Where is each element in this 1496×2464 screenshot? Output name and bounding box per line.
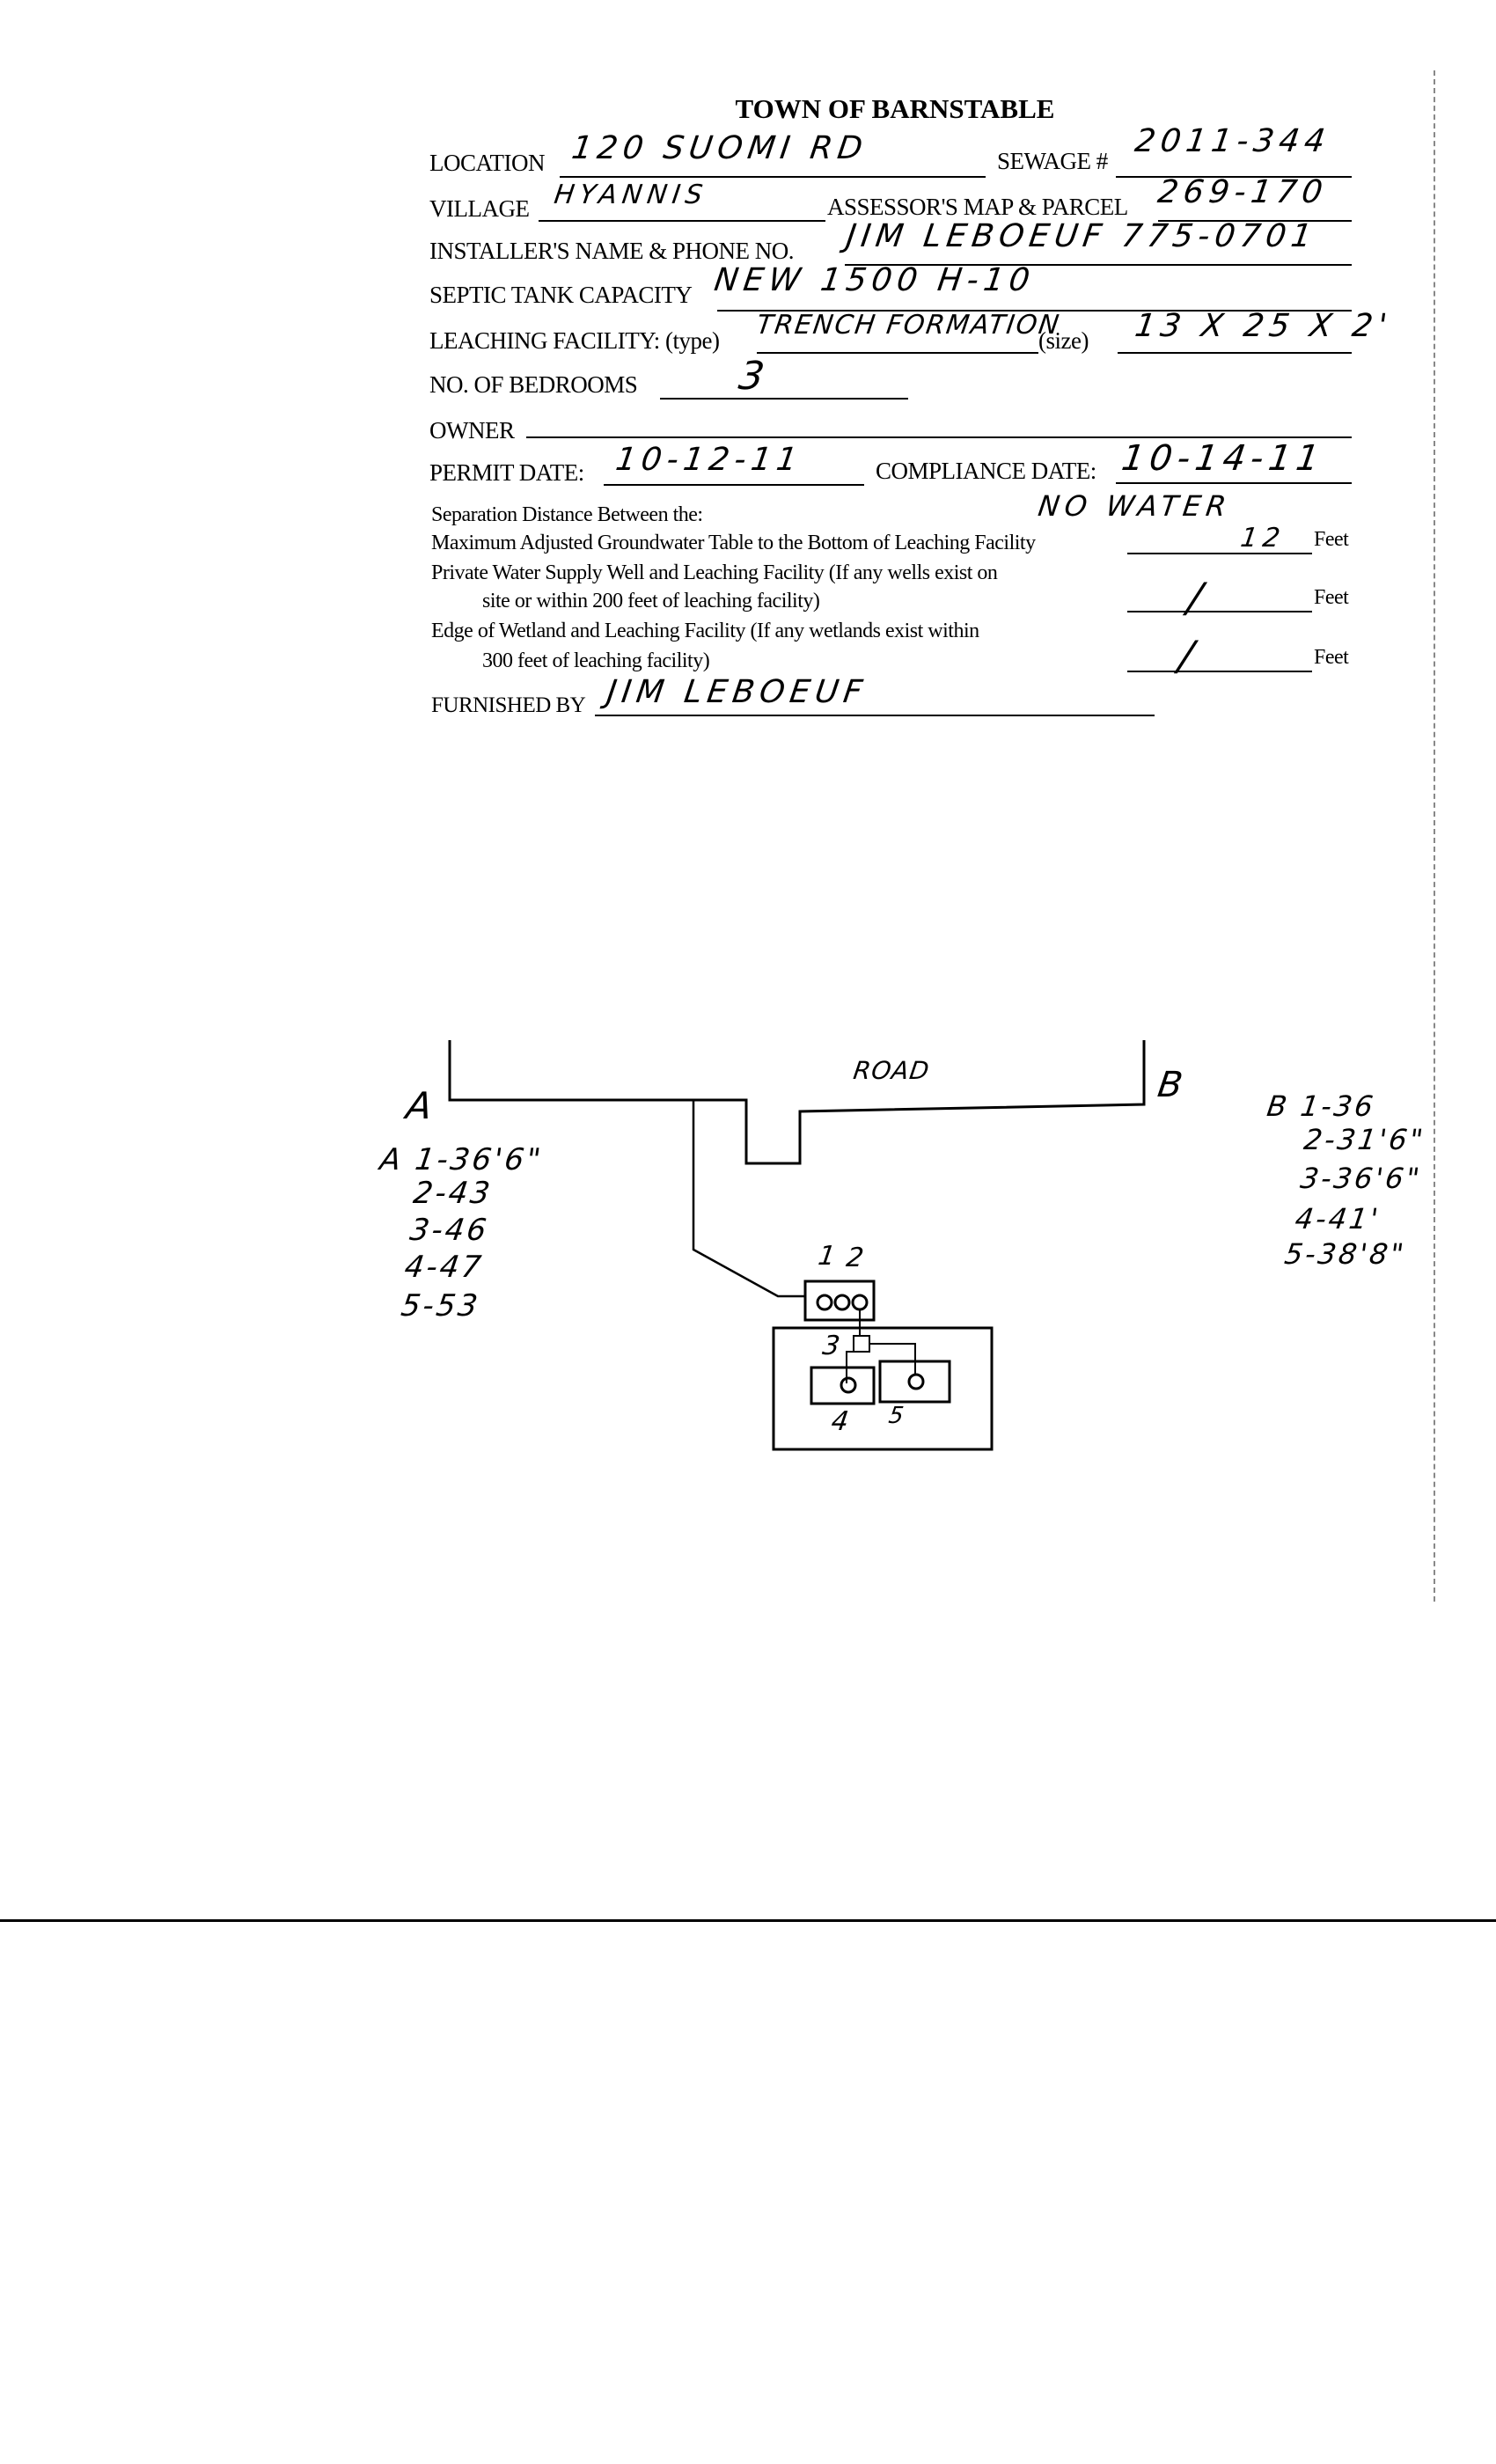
location-label: LOCATION (429, 150, 546, 176)
permit-date-label: PERMIT DATE: (429, 459, 584, 486)
component-label-5: 5 (886, 1403, 911, 1429)
wetland-label-line2: 300 feet of leaching facility) (482, 649, 710, 672)
wetland-label-line1: Edge of Wetland and Leaching Facility (I… (431, 620, 979, 642)
distribution-pipe (846, 1309, 916, 1383)
chamber-4-port (840, 1376, 857, 1394)
component-label-2: 2 (844, 1243, 871, 1273)
groundwater-line (1127, 553, 1312, 554)
owner-label: OWNER (429, 417, 515, 444)
b-measurement: B 1-36 (1265, 1089, 1378, 1123)
parcel-label: ASSESSOR'S MAP & PARCEL (827, 194, 1128, 220)
chamber-5-port (907, 1373, 925, 1390)
a-measurement: 4-47 (402, 1250, 486, 1285)
septic-label: SEPTIC TANK CAPACITY (429, 282, 693, 308)
component-label-1: 1 (816, 1241, 843, 1272)
scan-edge-line (1434, 70, 1435, 1602)
size-label: (size) (1038, 327, 1089, 354)
component-label-4: 4 (829, 1406, 856, 1437)
b-measurement: 3-36'6" (1298, 1162, 1425, 1195)
septic-line (717, 310, 1352, 312)
compliance-date-label: COMPLIANCE DATE: (876, 458, 1096, 484)
installer-label: INSTALLER'S NAME & PHONE NO. (429, 238, 794, 264)
dbox-outlet (833, 1294, 851, 1311)
leaching-chamber-5 (878, 1360, 951, 1404)
dbox-outlet (851, 1294, 869, 1311)
component-label-3: 3 (820, 1331, 847, 1361)
leaching-area-outline (772, 1326, 994, 1451)
wetland-line (1127, 671, 1312, 672)
village-label: VILLAGE (429, 195, 530, 222)
a-measurement: 3-46 (407, 1213, 491, 1248)
well-unit: Feet (1314, 586, 1349, 609)
groundwater-unit: Feet (1314, 528, 1349, 551)
form-title: TOWN OF BARNSTABLE (735, 93, 1055, 124)
sewage-label: SEWAGE # (997, 148, 1108, 174)
size-line (1118, 352, 1352, 354)
b-measurement: 5-38'8" (1282, 1237, 1409, 1271)
point-b-label: B (1155, 1065, 1191, 1105)
well-label-line2: site or within 200 feet of leaching faci… (482, 590, 820, 612)
bedrooms-line (660, 398, 908, 400)
well-line (1127, 611, 1312, 612)
leaching-type-line (757, 352, 1038, 354)
wetland-unit: Feet (1314, 646, 1349, 669)
dbox-outlet (816, 1294, 833, 1311)
furnished-line (595, 715, 1155, 716)
page-bottom-rule (0, 1919, 1496, 1922)
a-measurement: 5-53 (399, 1288, 482, 1324)
leaching-chamber-4 (810, 1366, 876, 1405)
bedrooms-label: NO. OF BEDROOMS (429, 371, 638, 398)
leaching-label: LEACHING FACILITY: (type) (429, 327, 720, 354)
compliance-date-line (1116, 482, 1352, 484)
a-measurement: A 1-36'6" (378, 1142, 546, 1177)
well-label-line1: Private Water Supply Well and Leaching F… (431, 561, 998, 584)
location-line (560, 176, 986, 178)
junction-box (853, 1335, 870, 1353)
separation-heading: Separation Distance Between the: (431, 503, 703, 526)
permit-date-line (604, 484, 864, 486)
owner-line (526, 436, 1352, 438)
road-label: ROAD (851, 1056, 932, 1085)
parcel-line (1158, 220, 1352, 222)
installer-line (845, 264, 1352, 266)
b-measurement: 4-41' (1293, 1202, 1383, 1236)
furnished-label: FURNISHED BY (431, 693, 586, 717)
groundwater-label: Maximum Adjusted Groundwater Table to th… (431, 532, 1036, 554)
point-a-label: A (403, 1084, 441, 1127)
b-measurement: 2-31'6" (1302, 1123, 1428, 1156)
road-edge-line (448, 1040, 1146, 1165)
a-measurement: 2-43 (411, 1176, 495, 1211)
sewage-line (1116, 176, 1352, 178)
building-sewer-pipe (692, 1100, 805, 1298)
village-line (539, 220, 825, 222)
distribution-box (803, 1280, 876, 1322)
